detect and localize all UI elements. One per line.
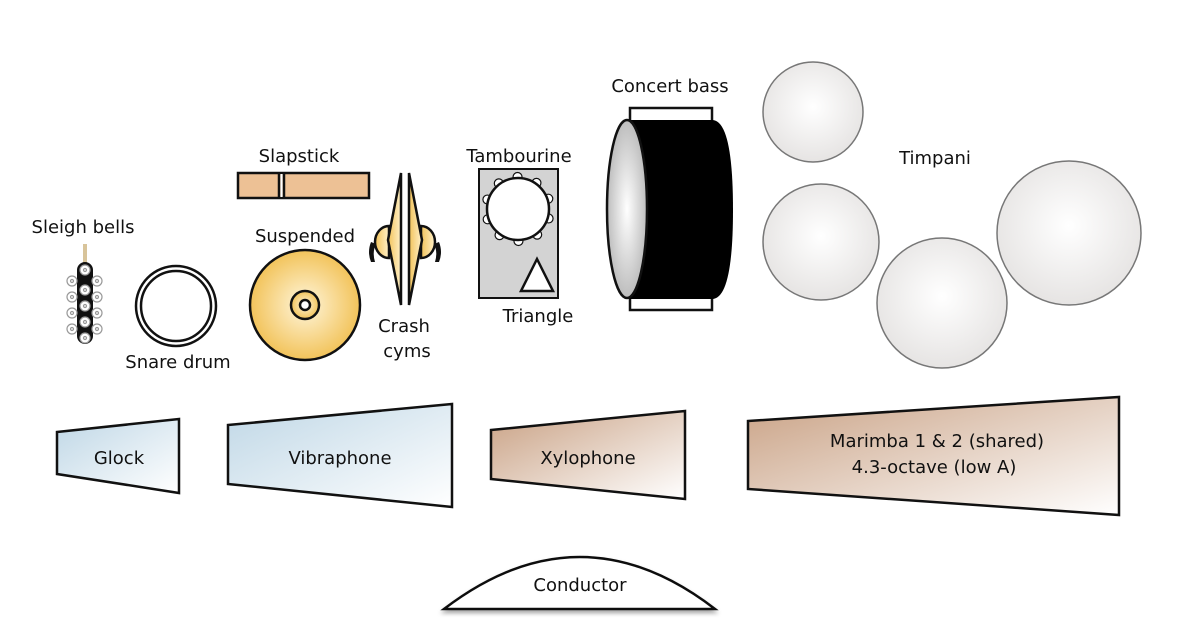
- crash-cymbals-label-line1: Crash: [378, 316, 430, 337]
- sleigh-bell-dot: [69, 310, 75, 316]
- crash-cymbal-left-bell: [373, 224, 391, 260]
- sleigh-bell-dot: [69, 326, 75, 332]
- slapstick-label: Slapstick: [259, 146, 340, 167]
- snare-drum: Snare drum: [125, 264, 231, 373]
- slapstick: Slapstick: [236, 146, 371, 200]
- vibraphone-label: Vibraphone: [288, 448, 391, 469]
- tambourine-head: [485, 176, 551, 242]
- tambourine-table: Tambourine Triangle: [465, 146, 573, 327]
- snare-drum-label: Snare drum: [125, 352, 230, 373]
- crash-cymbal-left-strap-icon: [369, 242, 376, 262]
- timpani-drum-1: [762, 61, 864, 163]
- glockenspiel: Glock: [55, 417, 181, 495]
- timpani-drum-3: [876, 237, 1008, 369]
- crash-cymbals-label-line2: cyms: [383, 341, 430, 362]
- sleigh-bell-dot: [94, 278, 100, 284]
- tambourine-label: Tambourine: [465, 146, 571, 167]
- suspended-cymbal-label: Suspended: [255, 226, 355, 247]
- sleigh-bell-dot: [82, 287, 88, 293]
- marimba: Marimba 1 & 2 (shared) 4.3-octave (low A…: [746, 395, 1121, 517]
- suspended-cymbal-hole: [298, 298, 312, 312]
- crash-cymbal-right-bell: [419, 224, 437, 260]
- slapstick-body: [236, 171, 371, 200]
- marimba-label-line1: Marimba 1 & 2 (shared): [830, 431, 1044, 452]
- crash-cymbal-left: [386, 172, 403, 306]
- xylophone-keyboard: [489, 409, 687, 501]
- conductor-podium-shape: [440, 555, 719, 611]
- marimba-keyboard: [746, 395, 1121, 517]
- crash-cymbals: Crash cyms: [369, 172, 441, 362]
- timpani-drum-4: [996, 160, 1142, 306]
- triangle-icon: [518, 256, 556, 293]
- bass-drum-stand-top: [628, 106, 714, 124]
- concert-bass-drum-label: Concert bass: [611, 76, 728, 97]
- sleigh-bell-dot: [69, 294, 75, 300]
- triangle-label: Triangle: [502, 306, 574, 327]
- crash-cymbal-right-strap-icon: [434, 242, 441, 262]
- sleigh-bell-dot: [82, 319, 88, 325]
- sleigh-bell-dot: [82, 335, 88, 341]
- glockenspiel-keyboard: [55, 417, 181, 495]
- sleigh-bells-label: Sleigh bells: [32, 217, 135, 238]
- vibraphone: Vibraphone: [226, 402, 454, 509]
- suspended-cymbal: Suspended: [248, 226, 362, 362]
- slapstick-gap: [280, 174, 283, 197]
- glockenspiel-label: Glock: [94, 448, 145, 469]
- xylophone-label: Xylophone: [540, 448, 635, 469]
- sleigh-bell-dot: [69, 278, 75, 284]
- sleigh-bells: Sleigh bells: [32, 217, 135, 344]
- snare-drum-head: [139, 269, 213, 343]
- bass-drum-shell: [626, 120, 733, 299]
- timpani-drum-2: [762, 183, 880, 301]
- conductor-label: Conductor: [533, 575, 627, 596]
- concert-bass-drum: Concert bass: [605, 76, 733, 312]
- sleigh-bell-dot: [82, 267, 88, 273]
- sleigh-bell-dot: [94, 294, 100, 300]
- timpani: Timpani: [762, 61, 1142, 369]
- xylophone: Xylophone: [489, 409, 687, 501]
- marimba-label-line2: 4.3-octave (low A): [852, 457, 1017, 478]
- timpani-label: Timpani: [898, 148, 971, 169]
- bass-drum-head: [605, 118, 649, 300]
- sleigh-bell-dot: [82, 303, 88, 309]
- sleigh-bell-dot: [94, 326, 100, 332]
- vibraphone-keyboard: [226, 402, 454, 509]
- conductor-podium: Conductor: [440, 555, 719, 611]
- sleigh-bell-dot: [94, 310, 100, 316]
- crash-cymbal-right: [407, 172, 424, 306]
- sleigh-bells-handle: [83, 244, 87, 264]
